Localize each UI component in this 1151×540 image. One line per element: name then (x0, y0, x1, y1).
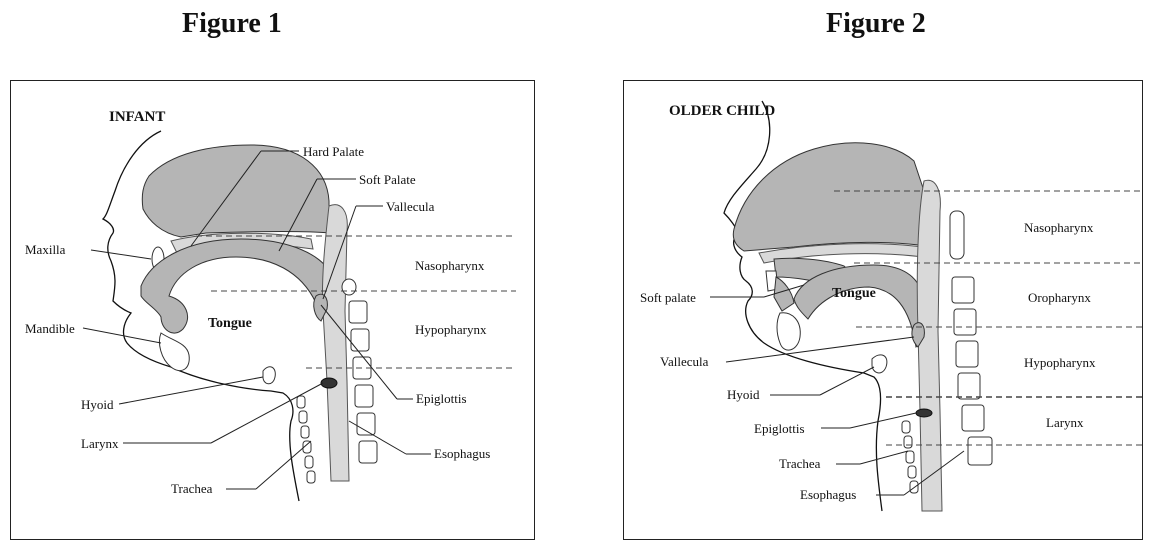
label-larynx: Larynx (81, 436, 119, 451)
older-child-teeth-upper (774, 277, 794, 311)
older-child-nasal-cavity (733, 143, 926, 251)
label-mandible: Mandible (25, 321, 75, 336)
infant-heading: INFANT (109, 109, 165, 125)
infant-diagram-panel: INFANT Hard Palate Soft Palate Vallecula… (10, 80, 535, 540)
older-child-airway-illustration: OLDER CHILD Nasopharynx Soft palate Tong… (624, 81, 1144, 521)
label-vallecula: Vallecula (386, 199, 435, 214)
label-hypopharynx-2: Hypopharynx (1024, 355, 1096, 370)
label-tongue-2: Tongue (832, 286, 876, 301)
infant-larynx (321, 378, 337, 388)
infant-pharynx (322, 205, 349, 481)
infant-airway-illustration: INFANT Hard Palate Soft Palate Vallecula… (11, 81, 536, 521)
older-child-heading: OLDER CHILD (669, 103, 775, 119)
older-child-hyoid (872, 355, 887, 373)
label-soft-palate-2: Soft palate (640, 290, 696, 305)
infant-hyoid (263, 367, 275, 384)
label-trachea-2: Trachea (779, 456, 821, 471)
label-nasopharynx: Nasopharynx (415, 258, 485, 273)
older-child-diagram-panel: OLDER CHILD Nasopharynx Soft palate Tong… (623, 80, 1143, 540)
label-trachea: Trachea (171, 481, 213, 496)
label-tongue: Tongue (208, 316, 252, 331)
label-hyoid-2: Hyoid (727, 387, 760, 402)
label-maxilla: Maxilla (25, 242, 66, 257)
label-soft-palate: Soft Palate (359, 172, 416, 187)
figure-1-title: Figure 1 (182, 8, 282, 40)
older-child-mandible (777, 313, 800, 350)
label-hard-palate: Hard Palate (303, 144, 364, 159)
label-epiglottis: Epiglottis (416, 391, 467, 406)
older-child-cervical-spine (950, 211, 992, 465)
older-child-larynx (916, 409, 932, 417)
label-esophagus: Esophagus (434, 446, 490, 461)
label-esophagus-2: Esophagus (800, 487, 856, 502)
label-hyoid: Hyoid (81, 397, 114, 412)
infant-nasal-cavity (142, 145, 329, 237)
older-child-tongue (794, 265, 926, 347)
label-larynx-2: Larynx (1046, 415, 1084, 430)
label-vallecula-2: Vallecula (660, 354, 709, 369)
label-oropharynx: Oropharynx (1028, 290, 1091, 305)
label-hypopharynx: Hypopharynx (415, 322, 487, 337)
older-child-trachea-rings (902, 421, 918, 493)
infant-trachea-rings (297, 396, 315, 483)
label-epiglottis-2: Epiglottis (754, 421, 805, 436)
label-nasopharynx-2: Nasopharynx (1024, 220, 1094, 235)
figure-2-title: Figure 2 (826, 8, 926, 40)
older-child-pharynx (917, 180, 942, 511)
